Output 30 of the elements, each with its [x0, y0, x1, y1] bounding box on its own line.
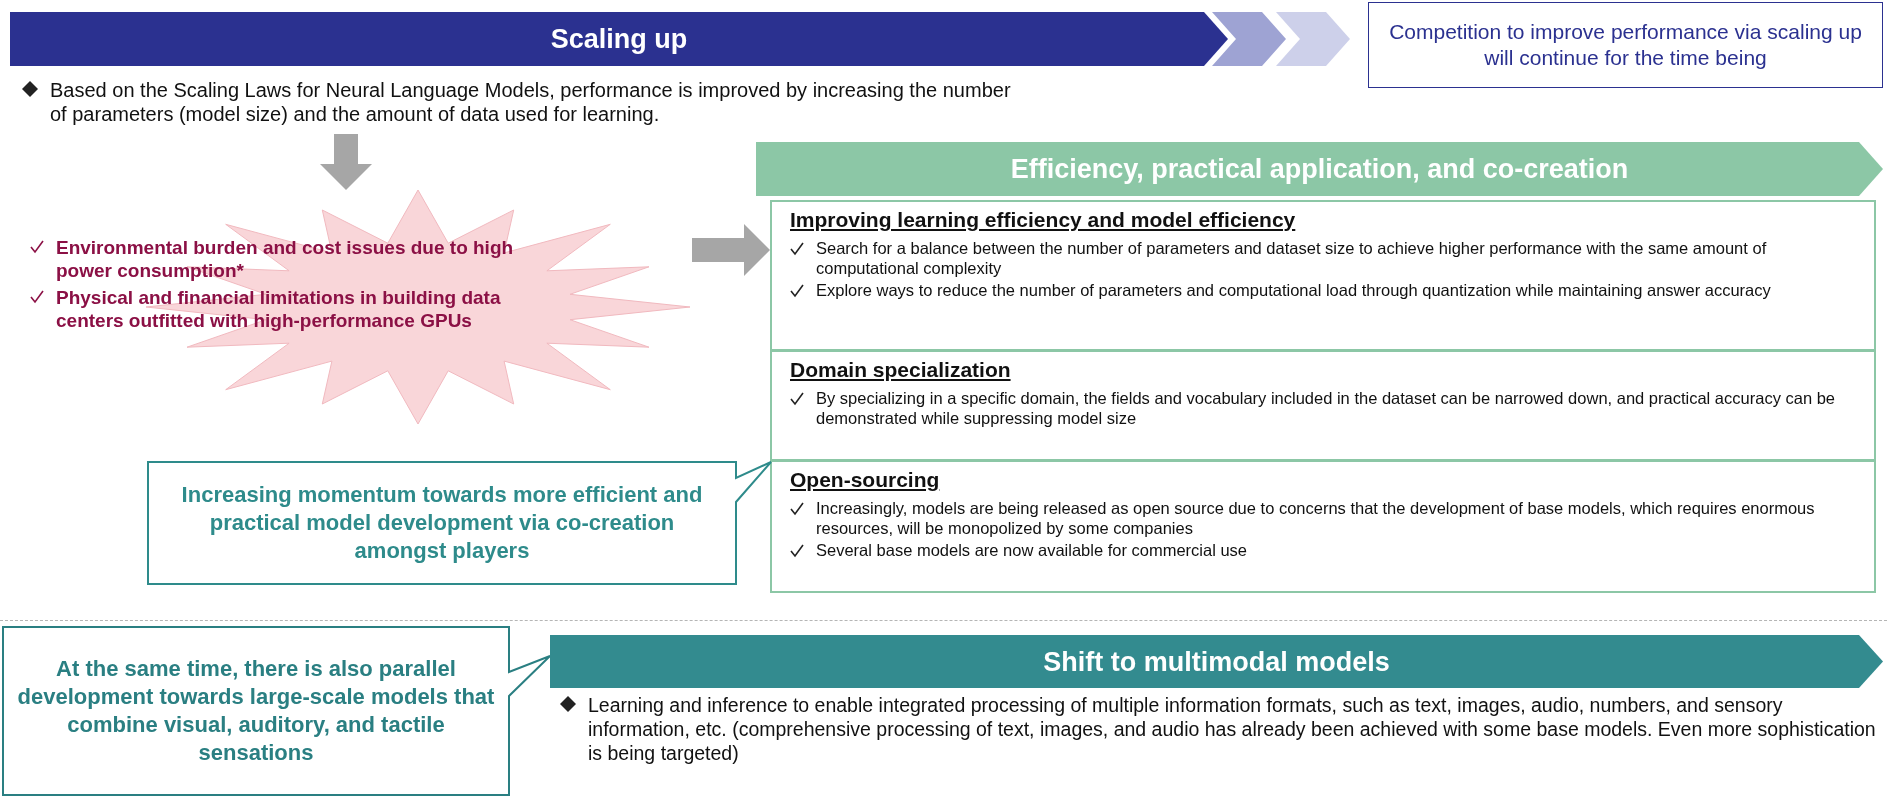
callout-box [1368, 2, 1883, 88]
box-heading: Open-sourcing [790, 468, 941, 492]
title-banner [10, 12, 1228, 66]
list-item-text: Several base models are now available for commercial use [816, 540, 1248, 560]
block-arrow [320, 134, 372, 190]
bullet-text: Based on the Scaling Laws for Neural Language Models, performance is improved by increasing the number of parameters (model size) and the amount of data used for learning. [50, 78, 1012, 126]
list-item-text: Explore ways to reduce the number of parameters and computational load through quantization while maintaining answer accuracy [816, 280, 1771, 300]
bullet-text: Learning and inference to enable integrated processing of multiple information formats, such as text, images, audio, numbers, and sensory information, etc. (comprehensive processing of text, images, and audio has already been achieved with some base models. Even more sophistication is being targeted) [588, 693, 1877, 765]
content-box [770, 460, 1876, 593]
list-item-text: By specializing in a specific domain, the fields and vocabulary included in the dataset can be narrowed down, and practical accuracy can be demonstrated while suppressing model size [816, 388, 1836, 428]
content-box [770, 350, 1876, 461]
list-item-text: Search for a balance between the number of parameters and dataset size to achieve higher performance with the same amount of computational complexity [816, 238, 1768, 278]
list-item-text: Physical and financial limitations in building data centers outfitted with high-performance GPUs [56, 286, 502, 332]
callout-text: Increasing momentum towards more efficient and practical model development via co-creation amongst players [180, 481, 704, 565]
banner-heading: Efficiency, practical application, and co-creation [1009, 153, 1630, 185]
banner-heading: Shift to multimodal models [1042, 646, 1391, 677]
box-heading: Domain specialization [790, 358, 1012, 382]
section-banner [756, 142, 1883, 196]
starburst-callout [30, 190, 692, 425]
list-item-text: Increasingly, models are being released as open source due to concerns that the development of base models, which requires enormous resources, will be monopolized by some companies [816, 498, 1816, 538]
content-box [770, 200, 1876, 351]
block-arrow [692, 224, 770, 276]
box-heading: Improving learning efficiency and model efficiency [790, 208, 1297, 232]
list-item-text: Environmental burden and cost issues due to high power consumption* [56, 236, 515, 282]
banner-heading: Scaling up [549, 23, 689, 55]
speech-callout [147, 461, 773, 585]
callout-text: Competition to improve performance via scaling up will continue for the time being [1388, 19, 1863, 71]
speech-callout [2, 626, 552, 796]
callout-text: At the same time, there is also parallel development towards large-scale models that combine visual, auditory, and tactile sensations [16, 655, 496, 767]
section-banner [550, 635, 1883, 688]
